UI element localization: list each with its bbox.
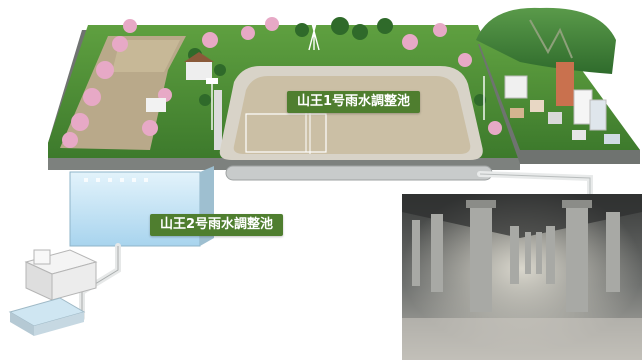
treatment-plant [8,249,98,336]
underground-chamber-photo [402,194,642,360]
park-buildings [146,52,222,150]
underground-pipe [225,165,593,199]
retention-pond-1 [219,66,483,160]
pond-2-label: 山王2号雨水調整池 [150,214,284,236]
light-towers [206,6,485,130]
hill [476,7,616,75]
town-buildings [504,62,620,144]
pond-1-label: 山王1号雨水調整池 [287,91,421,113]
outflow-pipe [79,243,121,321]
cherry-trees [62,17,502,148]
